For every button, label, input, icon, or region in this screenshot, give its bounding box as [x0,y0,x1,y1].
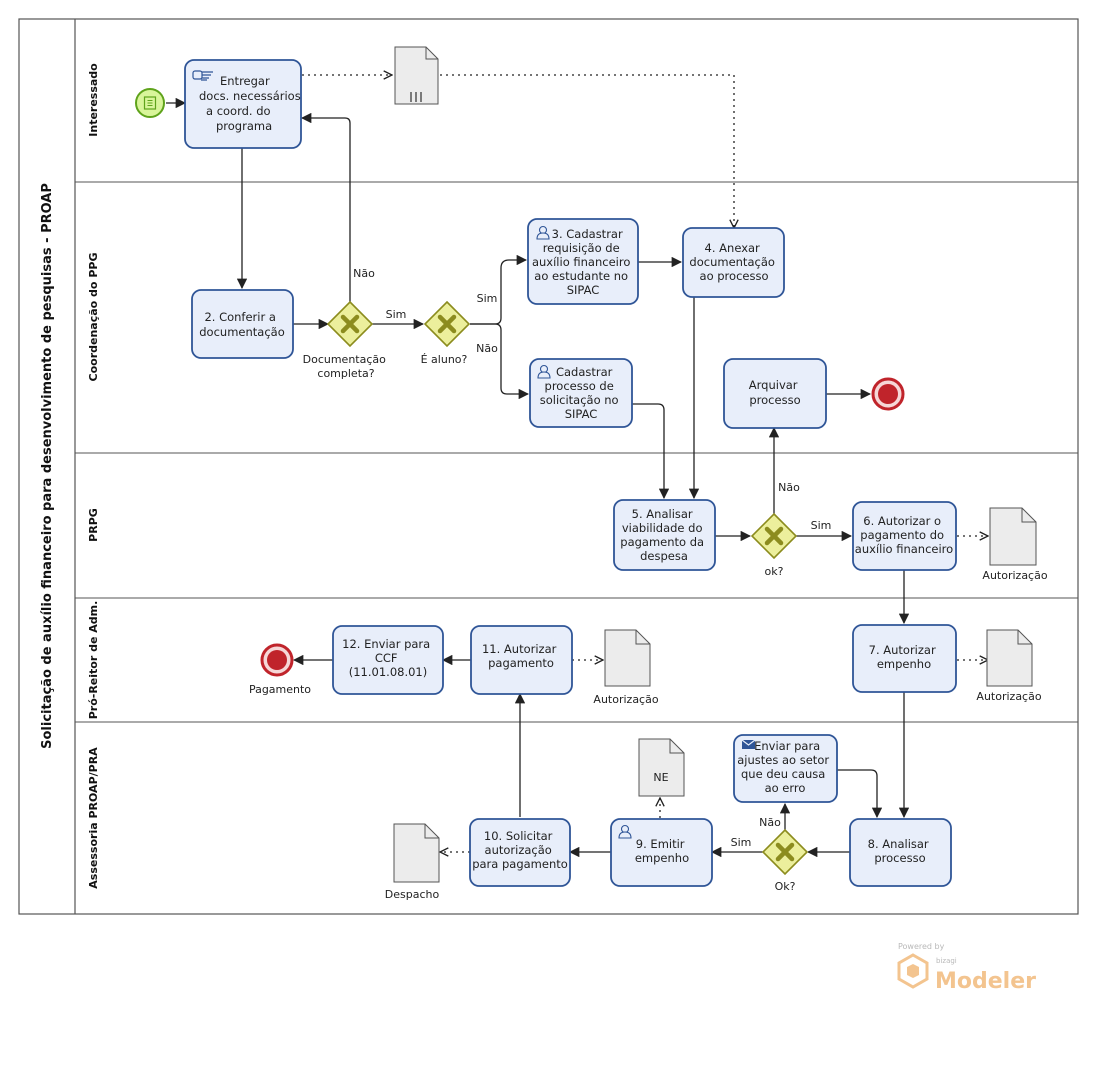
bizagi-watermark: Powered by bizagi Modeler [897,942,1036,994]
lane-prpg: PRPG [87,508,100,542]
user-task-icon [618,824,632,839]
task-arquivar[interactable]: Arquivar processo [723,358,827,429]
task-11-autorizar-pagamento[interactable]: 11. Autorizar pagamento [470,625,573,695]
document-autorizacao-3-icon [604,629,651,687]
gateway-3-label: ok? [765,565,784,578]
user-task-icon [536,225,550,240]
task-1-label: Entregar docs. necessários a coord. do p… [199,74,304,133]
gateway-ok-assessoria[interactable] [761,828,809,876]
lane-interessado: Interessado [87,63,100,137]
task-3-label: 3. Cadastrar requisição de auxílio finan… [532,227,634,297]
task-9-emitir-empenho[interactable]: 9. Emitir empenho [610,818,713,887]
start-event [135,88,165,118]
flow-label-nao-2: Não [476,342,498,355]
gateway-ok-prpg[interactable] [750,512,798,560]
flow-label-nao-1: Não [353,267,375,280]
task-11-label: 11. Autorizar pagamento [482,642,560,670]
task-1-entregar[interactable]: Entregar docs. necessários a coord. do p… [184,59,304,149]
document-despacho-icon [393,823,440,883]
doc-label-despacho: Despacho [385,888,440,901]
svg-text:Modeler: Modeler [935,969,1036,994]
task-8-analisar-processo[interactable]: 8. Analisar processo [849,818,952,887]
end-event-arquivar [871,377,905,411]
task-3-cadastrar-requisicao[interactable]: 3. Cadastrar requisição de auxílio finan… [527,218,639,305]
bizagi-logo-icon [897,953,929,989]
document-ne-icon [638,738,685,797]
gateway-e-aluno[interactable] [423,300,471,348]
lane-coordenacao: Coordenação do PPG [87,253,100,382]
task-cadastrar-processo-label: Cadastrar processo de solicitação no SIP… [540,365,623,421]
document-autorizacao-2-icon [986,629,1033,687]
flow-label-sim-1: Sim [386,308,407,321]
task-8-label: 8. Analisar processo [868,837,933,865]
task-6-label: 6. Autorizar o pagamento do auxílio fina… [855,514,953,556]
task-enviar-ajustes-label: Enviar para ajustes ao setor que deu cau… [737,739,833,795]
task-arquivar-label: Arquivar processo [749,378,801,407]
lane-assessoria: Assessoria PROAP/PRA [87,747,100,889]
task-10-solicitar-autorizacao[interactable]: 10. Solicitar autorização para pagamento [469,818,571,887]
end-event-pagamento [260,643,294,677]
task-12-enviar-ccf[interactable]: 12. Enviar para CCF (11.01.08.01) [332,625,444,695]
task-5-analisar-viabilidade[interactable]: 5. Analisar viabilidade do pagamento da … [613,499,716,571]
task-4-label: 4. Anexar documentação ao processo [689,241,778,283]
task-2-conferir[interactable]: 2. Conferir a documentação [191,289,294,359]
pool-border [18,18,1079,915]
task-7-label: 7. Autorizar empenho [869,643,940,671]
task-enviar-ajustes[interactable]: Enviar para ajustes ao setor que deu cau… [733,734,838,803]
doc-label-autorizacao-3: Autorização [593,693,658,706]
task-10-label: 10. Solicitar autorização para pagamento [472,829,568,871]
task-4-anexar[interactable]: 4. Anexar documentação ao processo [682,227,785,298]
gateway-4-label: Ok? [775,880,796,893]
svg-text:Powered by: Powered by [898,942,945,951]
task-5-label: 5. Analisar viabilidade do pagamento da … [620,507,707,563]
flow-label-nao-3: Não [778,481,800,494]
flow-label-nao-4: Não [759,816,781,829]
gateway-1-label: Documentação completa? [303,353,390,380]
document-entrega-icon [394,46,439,105]
gateway-2-label: É aluno? [421,353,468,366]
gateway-documentacao-completa[interactable] [326,300,374,348]
user-task-icon [537,364,551,379]
manual-task-hand-icon [192,70,213,81]
sequence-flows [166,97,910,858]
task-12-label: 12. Enviar para CCF (11.01.08.01) [342,637,434,679]
task-cadastrar-processo[interactable]: Cadastrar processo de solicitação no SIP… [529,358,633,428]
flow-label-sim-4: Sim [731,836,752,849]
lane-pro-reitor: Pró-Reitor de Adm. [87,601,100,720]
task-9-label: 9. Emitir empenho [635,837,689,865]
task-2-label: 2. Conferir a documentação [199,310,284,339]
flow-label-sim-3: Sim [811,519,832,532]
associations [302,75,988,852]
svg-text:bizagi: bizagi [936,957,957,965]
task-6-autorizar-pagamento[interactable]: 6. Autorizar o pagamento do auxílio fina… [852,501,957,571]
document-autorizacao-1-icon [989,507,1037,566]
send-task-envelope-icon [741,739,756,749]
task-7-autorizar-empenho[interactable]: 7. Autorizar empenho [852,624,957,693]
doc-label-autorizacao-1: Autorização [982,569,1047,582]
flow-label-sim-2: Sim [477,292,498,305]
doc-label-ne: NE [653,771,668,784]
end-label: Pagamento [249,683,311,696]
pool-title: Solicitação de auxílio financeiro para d… [40,183,55,749]
doc-label-autorizacao-2: Autorização [976,690,1041,703]
